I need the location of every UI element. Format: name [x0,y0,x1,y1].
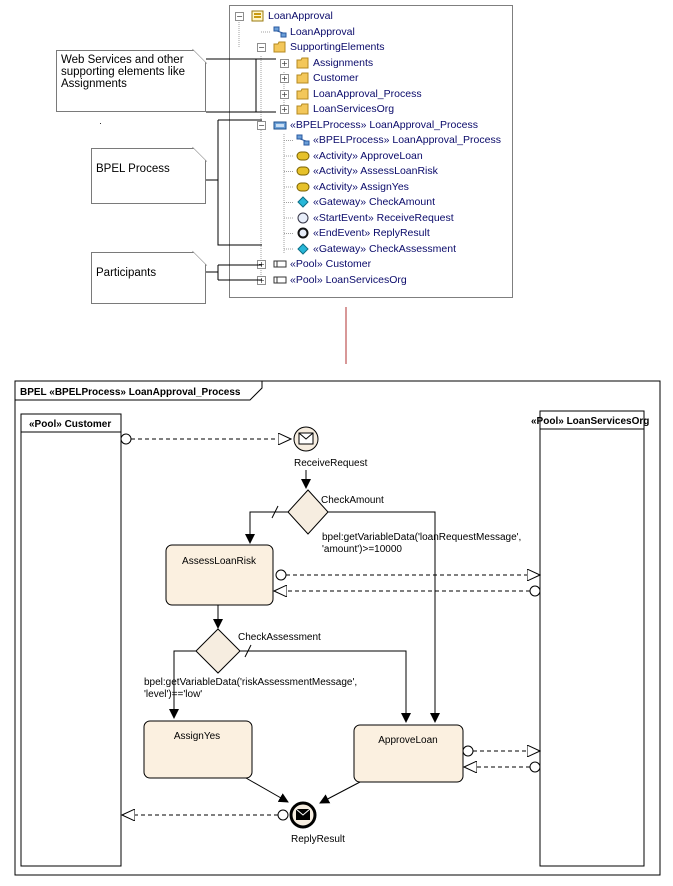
note-bpel-process-text: BPEL Process [96,163,170,175]
pool-customer-label: «Pool» Customer [29,419,111,430]
bracket-bpel [217,120,262,246]
note-web-services: Web Services and other supporting elemen… [56,50,206,112]
activity-icon [296,150,310,167]
flow-approve-to-reply [319,781,361,804]
flow-checkassessment-to-approve [240,650,411,723]
pool-loanservices [539,410,645,867]
tree-item-label: SupportingElements [290,41,385,53]
assess-loan-risk-label: AssessLoanRisk [182,556,257,567]
folder-icon [296,88,310,105]
pool-loanservices-label: «Pool» LoanServicesOrg [531,416,649,427]
expand-icon[interactable]: + [280,89,289,99]
condition-risk-line2: 'level')=='low' [144,689,202,700]
tree-item-label: LoanApproval [290,25,355,38]
note-participants-text: Participants [96,267,157,279]
assess-loan-risk-activity [165,544,274,606]
msg-origin-loanservices-2 [529,761,541,773]
diagram-icon [273,26,287,43]
check-assessment-label: CheckAssessment [238,632,321,643]
default-slash-1 [271,505,279,519]
collapse-icon[interactable]: − [235,12,244,21]
collapse-icon[interactable]: − [257,120,266,130]
tree-item-label: «StartEvent» ReceiveRequest [313,211,454,224]
tree-item-label: «Activity» ApproveLoan [313,149,423,162]
reply-result-label: ReplyResult [291,834,345,845]
tree-item-label: «Gateway» CheckAmount [313,196,435,208]
folder-icon [296,103,310,120]
bpel-process-icon [273,119,287,136]
expand-icon[interactable]: + [280,58,289,68]
flow-checkassessment-to-assignyes [169,650,196,719]
flow-assignyes-to-reply [245,777,289,803]
note-participants: Participants [91,252,206,304]
envelope-flap [298,432,314,440]
start-event-icon [296,212,310,229]
tree-item-label: LoanApproval_Process [313,87,422,100]
msg-origin-assess [275,569,287,581]
condition-risk-line1: bpel:getVariableData('riskAssessmentMess… [144,677,357,688]
msg-origin-reply [277,809,289,821]
flow-checkamount-to-approve [328,511,440,723]
tree-item-label: «Pool» LoanServicesOrg [290,273,407,286]
tree-item-label: «Activity» AssignYes [313,180,409,193]
receive-request-label: ReceiveRequest [294,458,368,469]
tree-item-label: LoanApproval [268,10,333,22]
msg-origin-approve [462,745,474,757]
diagram-icon [296,134,310,151]
tree-item-label: Customer [313,72,359,84]
pool-customer [20,413,122,867]
condition-amount-line1: bpel:getVariableData('loanRequestMessage… [322,532,521,543]
frame-title-tab [15,381,263,401]
bracket-web-services [206,58,257,113]
tree-item-label: «Gateway» CheckAssessment [313,242,456,255]
folder-icon [296,72,310,89]
expand-icon[interactable]: + [280,105,289,114]
msg-origin-customer [120,433,132,445]
condition-amount-line2: 'amount')>=10000 [322,544,402,555]
end-event-icon [296,227,310,244]
assign-yes-label: AssignYes [174,731,220,742]
approve-loan-label: ApproveLoan [378,735,438,746]
check-assessment-gateway [195,628,241,674]
expand-icon[interactable]: + [280,74,289,83]
folder-icon [296,57,310,74]
tree-item-label: «BPELProcess» LoanApproval_Process [313,134,501,146]
activity-icon [296,181,310,198]
tree-item-label: «EndEvent» ReplyResult [313,227,430,239]
package-icon [251,10,264,27]
approve-loan-activity [353,724,464,783]
tree-item-label: Assignments [313,56,374,69]
pool-icon [273,258,287,275]
note-web-services-text: Web Services and other supporting elemen… [61,54,186,90]
tree-item-label: LoanServicesOrg [313,103,395,115]
collapse-icon[interactable]: − [257,43,266,52]
check-amount-label: CheckAmount [321,495,384,506]
gateway-icon [296,196,310,213]
frame-title: BPEL «BPELProcess» LoanApproval_Process [20,387,241,398]
default-slash-2 [244,644,252,658]
tree-item-label: «Pool» Customer [290,258,372,270]
gateway-icon [296,242,310,260]
check-amount-gateway [287,489,329,535]
envelope-filled-flap [295,808,311,816]
tree-item-label: «BPELProcess» LoanApproval_Process [290,118,478,131]
folder-icon [273,41,287,58]
assign-yes-activity [143,720,253,779]
pool-icon [273,274,287,291]
activity-icon [296,165,310,182]
stray-dot [100,123,101,124]
note-bpel-process: BPEL Process [91,148,206,204]
tree-item-label: «Activity» AssessLoanRisk [313,165,438,177]
msg-origin-loanservices-1 [529,585,541,597]
